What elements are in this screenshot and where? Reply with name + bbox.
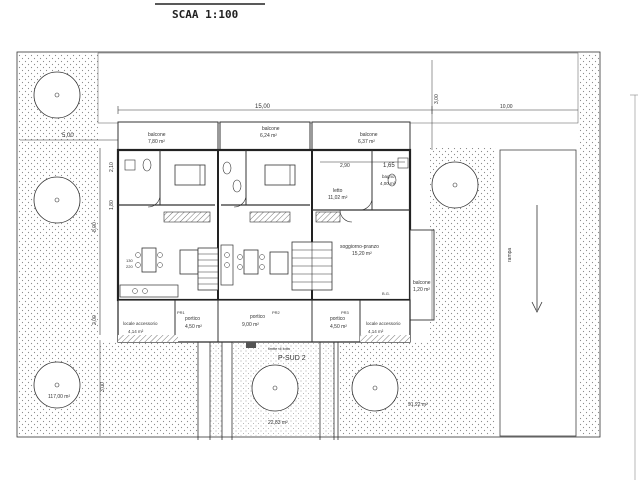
parking-marker (246, 342, 256, 348)
garden-bottom-left (98, 342, 198, 436)
sofa-icon (269, 251, 289, 275)
room-area: 4,50 m² (185, 324, 202, 330)
door-icon (359, 197, 373, 211)
door-icon (147, 194, 161, 208)
wardrobe-icon (249, 211, 291, 223)
room-name: balcone (148, 132, 166, 138)
dim-small-a: 130 (126, 258, 133, 263)
toilet-icon (387, 173, 397, 187)
dim-inner-w1: 2,90 (340, 163, 350, 169)
balcony-2 (219, 121, 311, 151)
tree-icon (251, 364, 299, 412)
dim-left-h4: 2,00 (92, 315, 98, 325)
area-middle: 22,83 m² (268, 420, 288, 426)
room-area: 11,02 m² (328, 195, 348, 201)
tree-icon (33, 361, 81, 409)
room-area: 4,14 m² (128, 329, 144, 334)
room-name: locale accessorio (366, 321, 401, 326)
room-name: soggiorno-pranzo (340, 244, 379, 250)
staircase-icon (197, 247, 219, 291)
toilet-icon (142, 158, 152, 172)
tree-icon (351, 364, 399, 412)
dim-top-height: 3,00 (434, 94, 440, 104)
tree-icon (33, 176, 81, 224)
courtyard-top (97, 52, 579, 124)
room-area: 4,00 m² (380, 181, 396, 186)
room-name: portico (250, 314, 265, 320)
room-area: 1,20 m² (413, 287, 430, 293)
room-name: portico (330, 316, 345, 322)
door-icon (339, 209, 353, 223)
room-name: portico (185, 316, 200, 322)
dim-left-h3: 8,00 (92, 222, 98, 232)
sink-icon (397, 157, 409, 169)
balcony-side (409, 229, 435, 321)
toilet-icon (232, 179, 242, 193)
room-name: letto (333, 188, 343, 194)
room-name: balcone (360, 132, 378, 138)
dim-total-width: 15,00 (255, 104, 271, 110)
pr-label: PR1 (177, 310, 186, 315)
room-area: 15,20 m² (352, 251, 372, 257)
dim-right-offset: 10,00 (500, 104, 513, 110)
limite-label: limite di lotto (268, 346, 291, 351)
room-area: 7,80 m² (148, 139, 165, 145)
tree-icon (33, 71, 81, 119)
room-name: balcone (413, 280, 431, 286)
sofa-icon (179, 249, 199, 275)
ramp-label: rampa (507, 248, 513, 262)
garden-strip-a (210, 342, 222, 436)
balcony-1 (117, 121, 219, 151)
door-icon (233, 194, 247, 208)
balcony-3 (311, 121, 411, 151)
room-name: bagno (382, 174, 395, 179)
sink-icon (124, 159, 136, 171)
table-icon (243, 249, 259, 275)
ramp-area (499, 149, 577, 437)
dim-left-h5: 3,00 (100, 382, 106, 392)
room-name: locale accessorio (123, 321, 158, 326)
parking-label: P-SUD 2 (278, 355, 306, 362)
building-outline (116, 148, 412, 302)
plan-title: SCAA 1:100 (172, 8, 238, 21)
site-boundary (16, 51, 601, 438)
bed-icon (174, 164, 206, 186)
pr-label: PR3 (341, 310, 350, 315)
dim-left-offset: 5,00 (62, 133, 74, 139)
area-left: 117,00 m² (48, 394, 70, 400)
dim-inner-w2: 1,65 (383, 163, 395, 169)
kitchen-counter-icon (220, 244, 234, 286)
wardrobe-icon (315, 211, 341, 223)
room-area: 4,14 m² (368, 329, 384, 334)
room-area: 6,37 m² (358, 139, 375, 145)
room-area: 6,24 m² (260, 133, 277, 139)
room-area: 4,50 m² (330, 324, 347, 330)
tree-icon (431, 161, 479, 209)
bed-icon (264, 164, 296, 186)
table-icon (141, 247, 157, 273)
garden-right-strip (578, 53, 599, 436)
dim-small-b: 220 (126, 264, 133, 269)
dim-left-h1: 2,10 (109, 162, 115, 172)
wardrobe-icon (163, 211, 211, 223)
garden-strip-b (322, 342, 334, 436)
pr-label: PR2 (272, 310, 281, 315)
room-area: 9,00 m² (242, 322, 259, 328)
toilet-icon (222, 161, 232, 175)
room-name: balcone (262, 126, 280, 132)
area-right: 91,22 m² (408, 402, 428, 408)
staircase-icon (291, 241, 333, 291)
dim-left-h2: 1,80 (109, 200, 115, 210)
kitchen-counter-icon (119, 284, 179, 298)
bg-label: B.G. (382, 291, 390, 296)
